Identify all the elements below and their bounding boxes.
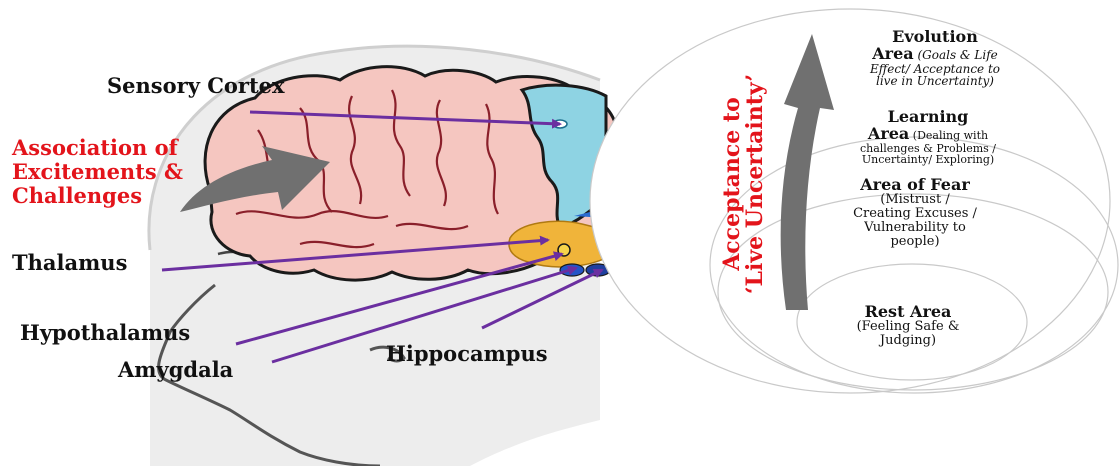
fear-title: Area of Fear xyxy=(826,176,1004,193)
evolution-desc: live in Uncertainty) xyxy=(876,74,994,88)
evolution-desc: (Goals & Life xyxy=(917,48,997,62)
evolution-title-area: Area xyxy=(872,44,913,63)
association-line: Association of xyxy=(12,136,183,160)
fear-desc: Vulnerability to xyxy=(826,221,1004,235)
thalamus-label: Thalamus xyxy=(12,252,127,274)
learning-title-area: Area xyxy=(868,124,909,143)
learning-desc: Uncertainty/ Exploring) xyxy=(824,154,1032,166)
association-line: Challenges xyxy=(12,184,183,208)
acceptance-line: Acceptance to xyxy=(721,74,744,294)
rest-zone-text: Rest Area (Feeling Safe & Judging) xyxy=(838,303,978,348)
learning-title: Learning xyxy=(824,108,1032,125)
amygdala-label: Amygdala xyxy=(118,359,233,381)
hypothalamus-label: Hypothalamus xyxy=(20,322,190,344)
evolution-desc: Effect/ Acceptance to xyxy=(870,62,1000,76)
fear-desc: (Mistrust / xyxy=(826,193,1004,207)
acceptance-line: ‘Live Uncertainty’ xyxy=(744,74,767,294)
fear-zone-text: Area of Fear (Mistrust / Creating Excuse… xyxy=(826,176,1004,249)
rest-title: Rest Area xyxy=(838,303,978,320)
thalamus-region xyxy=(509,221,606,267)
evolution-title: Evolution xyxy=(830,28,1040,45)
learning-zone-text: Learning Area (Dealing with challenges &… xyxy=(824,108,1032,166)
learning-desc: (Dealing with xyxy=(913,129,988,142)
fear-desc: Creating Excuses / xyxy=(826,207,1004,221)
rest-desc: Judging) xyxy=(838,334,978,348)
association-line: Excitements & xyxy=(12,160,183,184)
rest-desc: (Feeling Safe & xyxy=(838,320,978,334)
sensory-cortex-label: Sensory Cortex xyxy=(107,75,285,97)
fear-desc: people) xyxy=(826,235,1004,249)
evolution-zone-text: Evolution Area (Goals & Life Effect/ Acc… xyxy=(830,28,1040,88)
hippocampus-label: Hippocampus xyxy=(386,343,548,365)
association-label: Association of Excitements & Challenges xyxy=(12,136,183,208)
